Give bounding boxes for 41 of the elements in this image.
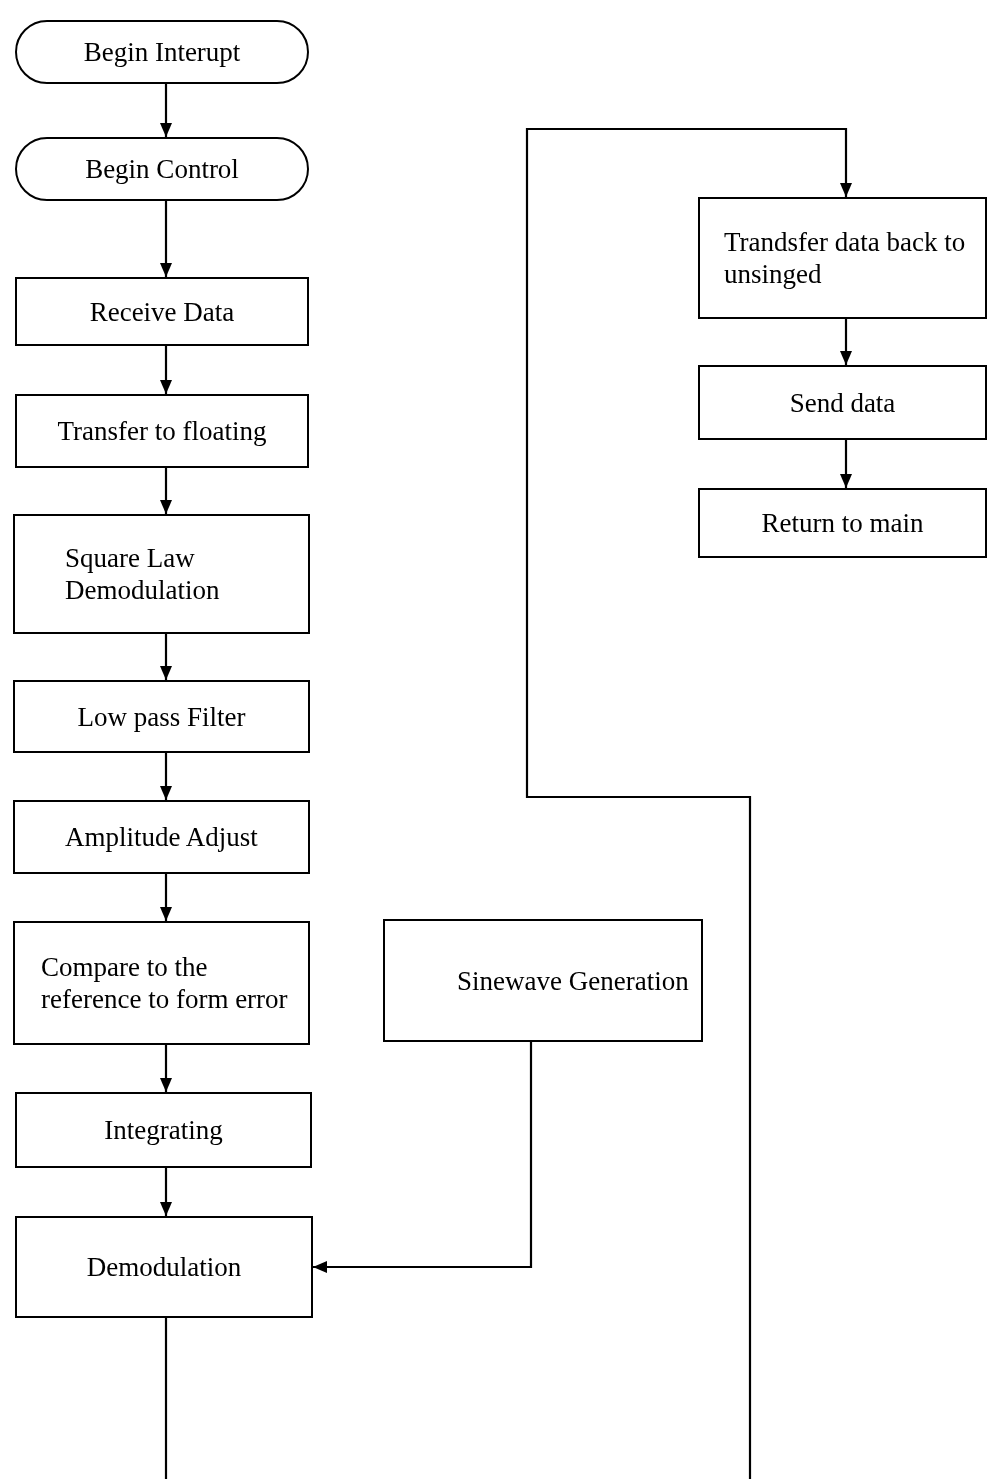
arrow — [840, 440, 852, 488]
process-box — [698, 197, 987, 319]
arrow — [160, 346, 172, 394]
process-box — [15, 277, 309, 346]
arrow — [160, 1168, 172, 1216]
process-box — [698, 365, 987, 440]
box-label: Return to main — [761, 507, 924, 539]
arrow — [160, 84, 172, 137]
box-label: Begin Interupt — [83, 36, 241, 68]
process-box — [698, 488, 987, 558]
process-box — [13, 921, 310, 1045]
process-box — [13, 680, 310, 753]
box-label: Begin Control — [85, 153, 239, 185]
box-label: Square Law Demodulation — [65, 542, 221, 606]
process-box — [13, 514, 310, 634]
process-box — [383, 919, 703, 1042]
box-label: Receive Data — [89, 295, 235, 328]
arrow — [160, 753, 172, 800]
arrow — [840, 319, 852, 365]
arrow — [160, 874, 172, 921]
box-label: Trandsfer data back to unsinged — [724, 226, 967, 290]
box-label: Demodulation — [86, 1251, 242, 1283]
arrow — [313, 1042, 533, 1273]
process-box — [13, 800, 310, 874]
arrow — [160, 634, 172, 680]
arrow — [160, 1045, 172, 1092]
box-label: Amplitude Adjust — [65, 821, 258, 853]
box-label: Low pass Filter — [77, 700, 246, 733]
arrow — [160, 201, 172, 277]
terminal-box — [15, 20, 309, 84]
terminal-box — [15, 137, 309, 201]
box-label: Sinewave Generation — [457, 964, 689, 997]
process-box — [15, 1092, 312, 1168]
arrow — [525, 127, 852, 1479]
box-label: Transfer to floating — [57, 415, 267, 447]
process-box — [15, 394, 309, 468]
box-label: Integrating — [104, 1114, 223, 1146]
box-label: Compare to the reference to form error — [41, 951, 289, 1015]
arrow — [160, 468, 172, 514]
box-label: Send data — [789, 386, 896, 419]
process-box — [15, 1216, 313, 1318]
